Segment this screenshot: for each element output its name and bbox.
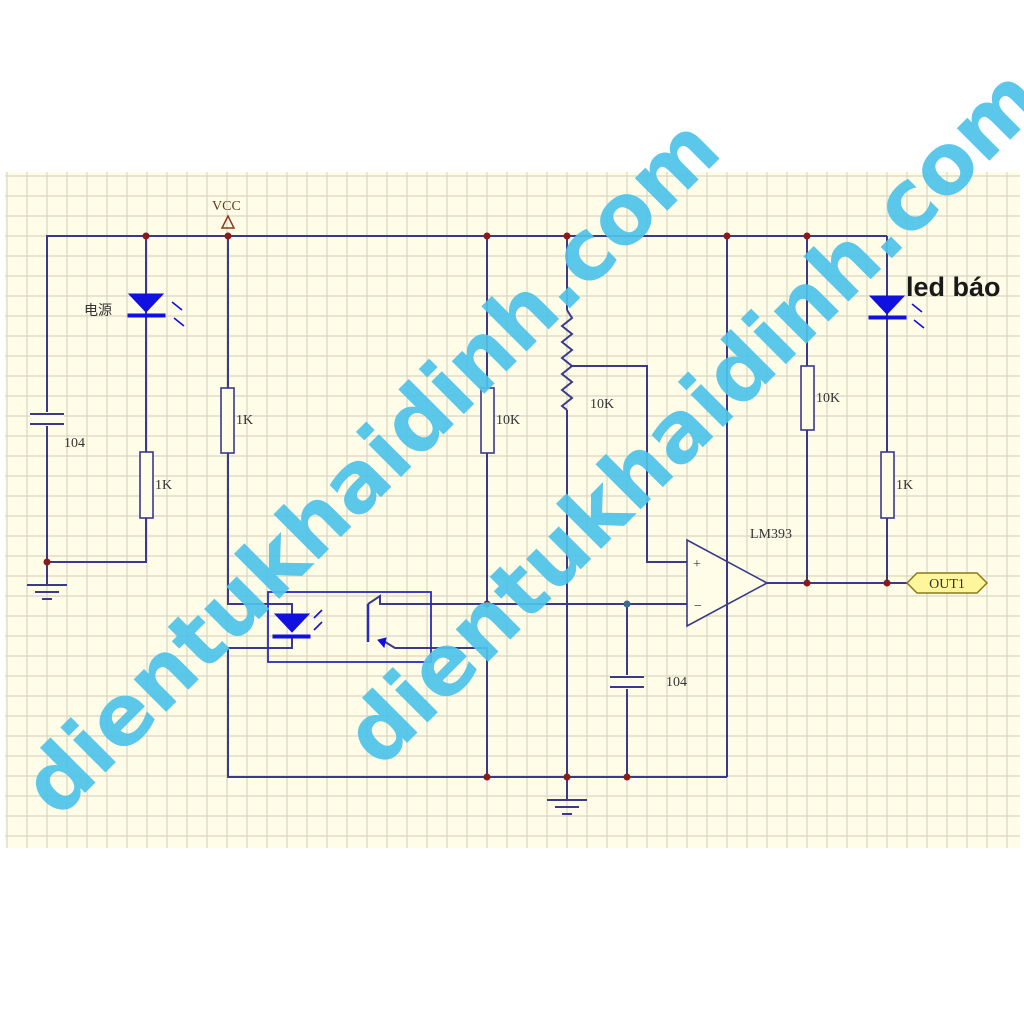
r-pullup-label: 10K bbox=[816, 391, 840, 406]
potentiometer bbox=[560, 309, 574, 411]
r-led-right-label: 1K bbox=[896, 478, 913, 493]
plus-input-label: + bbox=[693, 557, 701, 572]
capacitor-left bbox=[30, 412, 64, 426]
resistor-10k-pullup bbox=[800, 365, 815, 431]
out1-label: OUT1 bbox=[929, 577, 965, 592]
r-led-left-label: 1K bbox=[155, 478, 172, 493]
resistor-1k-led bbox=[139, 451, 154, 519]
status-led-label: led báo bbox=[906, 272, 1001, 302]
ground-mid-icon bbox=[547, 799, 587, 815]
status-led-icon bbox=[868, 295, 925, 329]
optocoupler bbox=[267, 591, 432, 663]
grid-background bbox=[5, 172, 1020, 848]
out1-port-tag: OUT1 bbox=[905, 572, 989, 594]
r-opto-label: 1K bbox=[236, 413, 253, 428]
resistor-1k-opto bbox=[220, 387, 235, 454]
r-collector-label: 10K bbox=[496, 413, 520, 428]
ground-left-icon bbox=[27, 584, 67, 600]
comparator-label: LM393 bbox=[750, 527, 792, 542]
resistor-10k-collector bbox=[480, 387, 495, 454]
capacitor-mid bbox=[610, 675, 644, 689]
vcc-label: VCC bbox=[212, 199, 241, 214]
cap-left-label: 104 bbox=[64, 436, 85, 451]
minus-input-label: − bbox=[694, 599, 702, 614]
cap-mid-label: 104 bbox=[666, 675, 687, 690]
junction-dots bbox=[43, 232, 891, 781]
pot-label: 10K bbox=[590, 397, 614, 412]
power-led-label: 电源 bbox=[84, 303, 112, 319]
power-led-icon bbox=[127, 293, 185, 327]
vcc-power-icon bbox=[220, 214, 236, 229]
resistor-1k-status bbox=[880, 451, 895, 519]
